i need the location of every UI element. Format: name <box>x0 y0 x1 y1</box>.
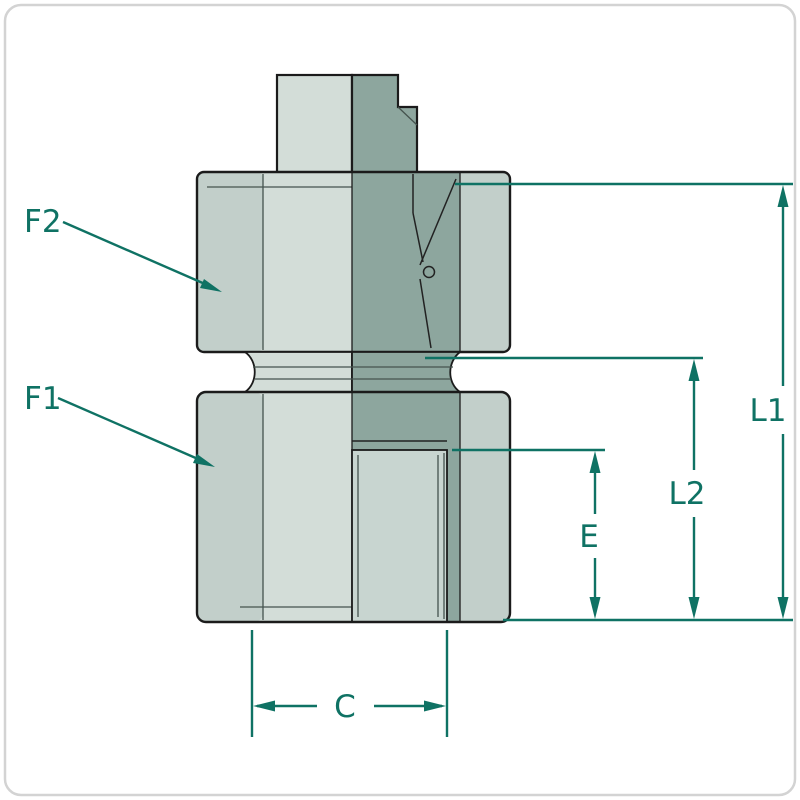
top-nut-section <box>351 171 461 353</box>
tube-step-line <box>397 106 418 126</box>
seal-ring-detail <box>422 265 436 279</box>
lower-body-outline <box>195 390 512 624</box>
cone-line <box>412 212 424 263</box>
dim-e-arrow-down <box>589 597 601 619</box>
top-nut <box>195 170 512 354</box>
neck-outer-half <box>242 351 353 393</box>
dim-f1-leader-line <box>57 396 199 461</box>
dim-f2: F2 <box>24 204 222 292</box>
label-l2: L2 <box>669 476 706 512</box>
dim-f1-arrowhead <box>193 454 215 467</box>
lower-body <box>195 390 512 624</box>
dim-c-arrow-right <box>424 700 446 712</box>
cone-seat-lower-line <box>419 278 432 349</box>
label-c: C <box>334 689 356 725</box>
dim-f2-arrowhead <box>200 279 222 292</box>
dim-l1-arrow-up <box>777 185 789 207</box>
dim-c-arrow-left <box>253 700 275 712</box>
label-f2: F2 <box>24 204 62 240</box>
dim-f1: F1 <box>24 381 215 467</box>
dim-l1: L1 <box>750 185 789 619</box>
female-bore <box>351 449 448 623</box>
dim-e: E <box>579 451 601 619</box>
tube-stem <box>275 73 419 176</box>
dim-l2-arrow-up <box>688 359 700 381</box>
top-nut-left-facet <box>197 172 263 352</box>
dim-f2-leader-line <box>62 220 206 286</box>
tube-outer-half <box>275 73 354 176</box>
dim-l1-arrow-down <box>777 597 789 619</box>
cone-seat-line <box>419 178 457 266</box>
fitting-drawing <box>195 73 512 624</box>
dim-e-arrow-up <box>589 451 601 473</box>
label-l1: L1 <box>750 393 787 429</box>
dim-l2: L2 <box>669 359 706 619</box>
dim-c: C <box>250 630 449 737</box>
dim-l2-arrow-down <box>688 597 700 619</box>
lower-body-left-facet <box>197 392 263 622</box>
label-e: E <box>579 519 599 555</box>
label-f1: F1 <box>24 381 62 417</box>
